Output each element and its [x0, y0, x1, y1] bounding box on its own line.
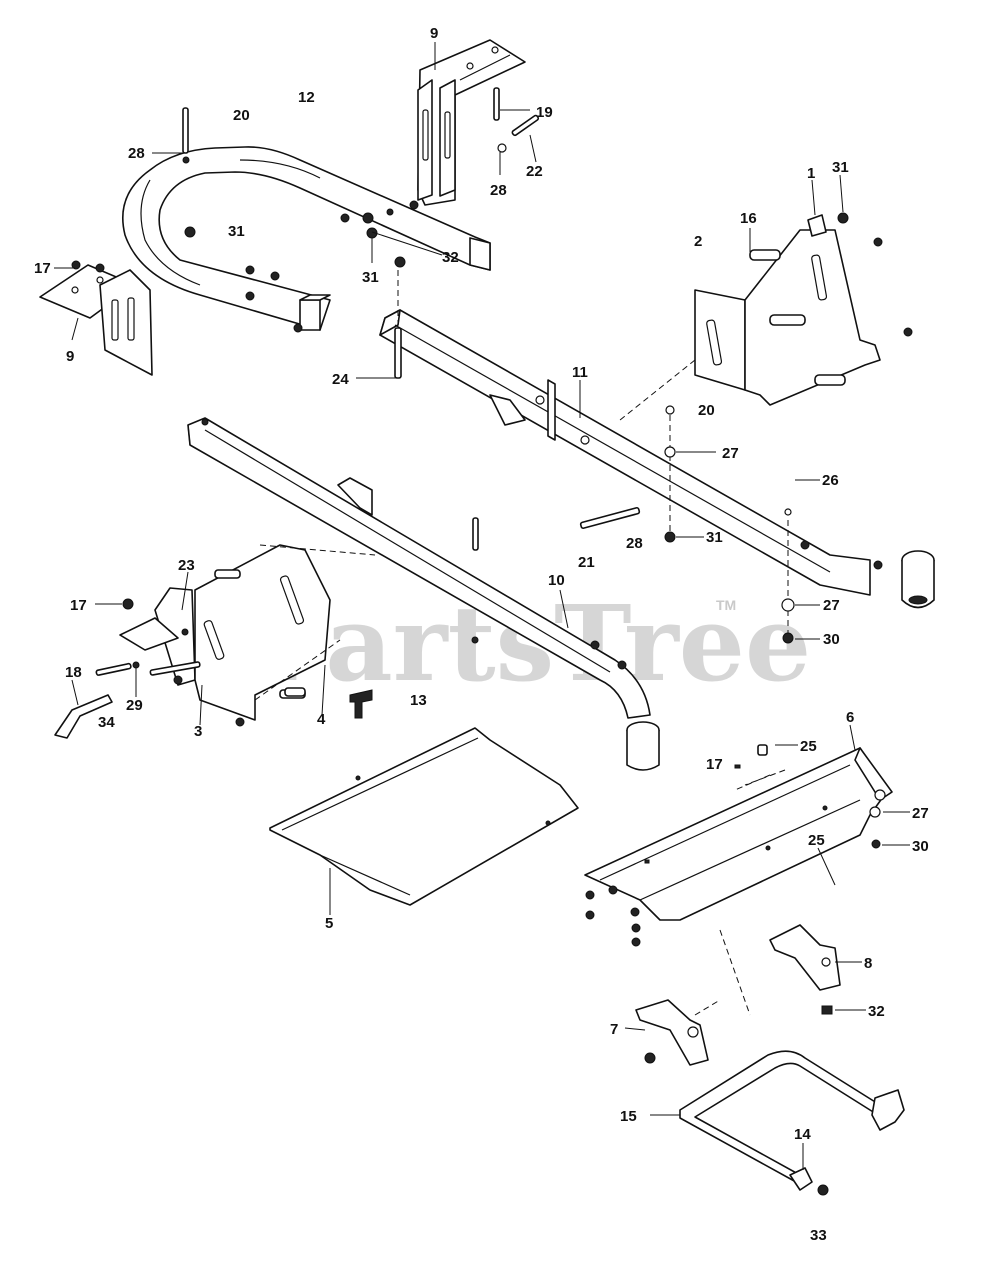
- callout-24: 24: [332, 371, 349, 388]
- callout-6: 6: [846, 709, 854, 726]
- lever-part-18[interactable]: [54, 598, 134, 739]
- callout-28-top: 28: [490, 182, 507, 199]
- callout-20-right: 20: [698, 402, 715, 419]
- callout-10: 10: [548, 572, 565, 589]
- pin-part-24[interactable]: [394, 256, 406, 379]
- frame-rail-part-11[interactable]: [379, 309, 883, 596]
- callout-18: 18: [65, 664, 82, 681]
- callout-12: 12: [298, 89, 315, 106]
- callout-33: 33: [810, 1227, 827, 1244]
- callout-4: 4: [317, 711, 326, 728]
- callout-8: 8: [864, 955, 872, 972]
- callout-3: 3: [194, 723, 202, 740]
- callout-31-top-right: 31: [832, 159, 849, 176]
- callout-30-bottom: 30: [912, 838, 929, 855]
- callout-28-center: 28: [626, 535, 643, 552]
- bracket-part-7[interactable]: [635, 999, 721, 1066]
- callout-31-center-right: 31: [706, 529, 723, 546]
- callout-34: 34: [98, 714, 115, 731]
- callout-30-mid: 30: [823, 631, 840, 648]
- frame-rail-part-10[interactable]: [187, 417, 651, 719]
- partstree-watermark: PartsTree: [250, 582, 811, 705]
- joint-part-14[interactable]: [789, 1167, 829, 1196]
- callout-14: 14: [794, 1126, 811, 1143]
- bolts-top-cluster[interactable]: [71, 87, 540, 333]
- bracket-part-9-left[interactable]: [39, 264, 153, 376]
- callout-11: 11: [572, 364, 588, 381]
- callout-27-bottom: 27: [912, 805, 929, 822]
- callout-17-right: 17: [706, 756, 723, 773]
- callout-labels: 9 12 20 19 28 28 22 1 31 16 2 31 32 31 1…: [34, 25, 929, 1244]
- rear-u-bar-part-12[interactable]: [121, 146, 491, 331]
- callout-31-center: 31: [362, 269, 379, 286]
- callout-17-mid-left: 17: [70, 597, 87, 614]
- callout-9-top: 9: [430, 25, 438, 42]
- bracket-part-9-top[interactable]: [417, 39, 526, 206]
- callout-15: 15: [620, 1108, 637, 1125]
- callout-31-left: 31: [228, 223, 245, 240]
- rail-bracket-part-6[interactable]: [584, 744, 893, 947]
- callout-28-left: 28: [128, 145, 145, 162]
- callout-32-bottom: 32: [868, 1003, 885, 1020]
- callout-16: 16: [740, 210, 757, 227]
- callout-5: 5: [325, 915, 333, 932]
- callout-1: 1: [807, 165, 815, 182]
- bolts-center-cluster[interactable]: [132, 517, 479, 697]
- callout-7: 7: [610, 1021, 618, 1038]
- floor-pan-part-5[interactable]: [269, 727, 579, 906]
- watermark-tm-mark: TM: [716, 597, 736, 613]
- callout-23: 23: [178, 557, 195, 574]
- callout-22: 22: [526, 163, 543, 180]
- tube-cap-part-17-right[interactable]: [901, 550, 935, 609]
- sleeve-part-17-center[interactable]: [626, 721, 660, 771]
- hardware-stack-right[interactable]: [579, 405, 795, 644]
- callout-25-bottom: 25: [808, 832, 825, 849]
- callout-17-left: 17: [34, 260, 51, 277]
- bracket-part-8[interactable]: [719, 924, 841, 1016]
- callout-32-top: 32: [442, 249, 459, 266]
- callout-27-mid: 27: [823, 597, 840, 614]
- callout-27-top: 27: [722, 445, 739, 462]
- leader-lines: [54, 42, 910, 1170]
- callout-9-left: 9: [66, 348, 74, 365]
- callout-25-top: 25: [800, 738, 817, 755]
- mount-plate-part-3[interactable]: [119, 544, 341, 727]
- callout-13: 13: [410, 692, 427, 709]
- callout-2: 2: [694, 233, 702, 250]
- callout-21: 21: [578, 554, 595, 571]
- callout-19: 19: [536, 104, 553, 121]
- mount-plate-part-2[interactable]: [619, 212, 913, 421]
- clip-part-13[interactable]: [349, 689, 373, 719]
- callout-26: 26: [822, 472, 839, 489]
- rod-part-15[interactable]: [679, 1050, 905, 1183]
- callout-29: 29: [126, 697, 143, 714]
- callout-20-left: 20: [233, 107, 250, 124]
